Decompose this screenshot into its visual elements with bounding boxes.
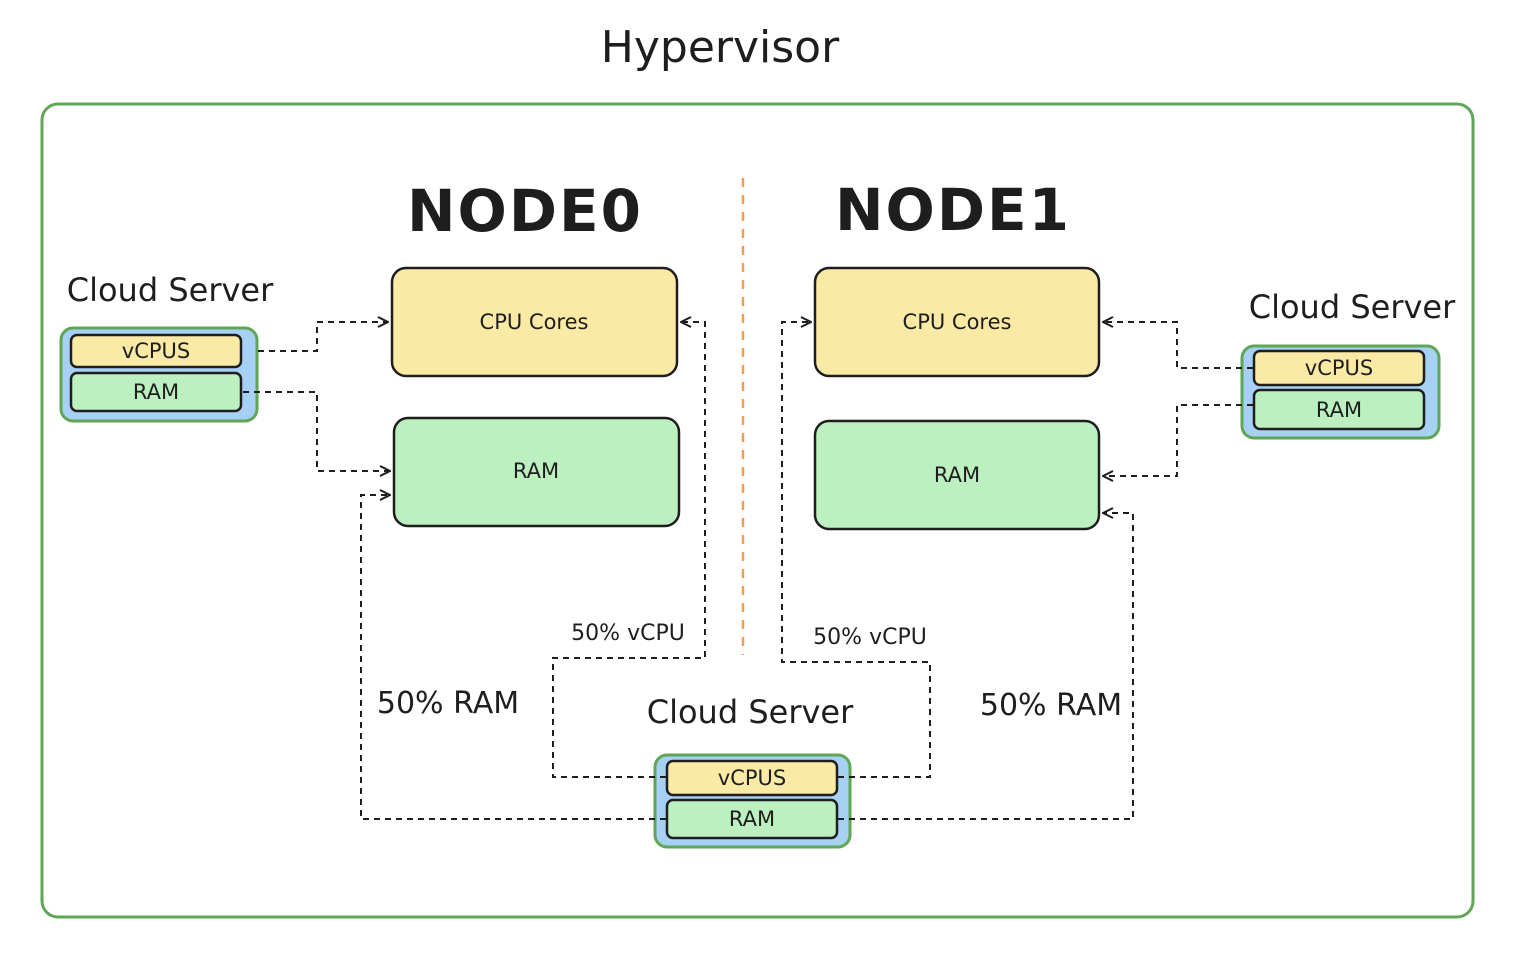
- connector-left-ram-to-node0-ram: [243, 391, 390, 471]
- connector-bottom-ram-to-node1-ram: [838, 513, 1134, 820]
- connector-right-vcpu-to-node1-cpu: [1103, 322, 1253, 369]
- bottom-ram-chip: RAM: [665, 798, 839, 840]
- node1-cpu-box: CPU Cores: [813, 266, 1101, 378]
- node0-cpu-label: CPU Cores: [480, 310, 589, 334]
- node0-cpu-box: CPU Cores: [390, 266, 679, 378]
- connector-bottom-ram-to-node0-ram: [360, 495, 666, 820]
- right-ram-chip: RAM: [1252, 388, 1426, 431]
- diagram-title: Hypervisor: [601, 22, 840, 73]
- right-ram-label: RAM: [1316, 398, 1362, 422]
- bottom-ram-label: RAM: [729, 807, 775, 831]
- node0-ram-box: RAM: [392, 416, 681, 528]
- annotation-right-ram: 50% RAM: [980, 688, 1122, 723]
- annotation-left-vcpu: 50% vCPU: [571, 621, 685, 646]
- bottom-cloud-server-label: Cloud Server: [647, 693, 854, 731]
- left-vcpus-chip: vCPUS: [69, 333, 243, 369]
- right-cloud-server-label: Cloud Server: [1249, 288, 1456, 326]
- annotation-right-vcpu: 50% vCPU: [813, 625, 927, 650]
- bottom-cloud-server: vCPUS RAM: [653, 753, 852, 849]
- left-ram-chip: RAM: [69, 371, 243, 413]
- node0-title: NODE0: [407, 177, 643, 245]
- connector-bottom-vcpu-to-node0-cpu: [552, 322, 706, 778]
- annotation-left-ram: 50% RAM: [377, 686, 519, 721]
- node1-ram-box: RAM: [813, 419, 1101, 531]
- node1-cpu-label: CPU Cores: [903, 310, 1012, 334]
- left-ram-label: RAM: [133, 380, 179, 404]
- connector-right-ram-to-node1-ram: [1103, 404, 1253, 476]
- right-vcpus-label: vCPUS: [1305, 356, 1373, 380]
- right-cloud-server: vCPUS RAM: [1240, 344, 1441, 440]
- node1-ram-label: RAM: [934, 463, 980, 487]
- node1-title: NODE1: [835, 176, 1071, 244]
- left-cloud-server: vCPUS RAM: [59, 326, 259, 423]
- hypervisor-frame: [40, 102, 1475, 919]
- right-vcpus-chip: vCPUS: [1252, 349, 1426, 387]
- bottom-vcpus-chip: vCPUS: [665, 759, 839, 797]
- left-cloud-server-label: Cloud Server: [67, 271, 274, 309]
- connector-left-vcpu-to-node0-cpu: [258, 322, 388, 352]
- left-vcpus-label: vCPUS: [122, 339, 190, 363]
- node0-ram-label: RAM: [513, 459, 559, 483]
- bottom-vcpus-label: vCPUS: [718, 766, 786, 790]
- connector-bottom-vcpu-to-node1-cpu: [781, 322, 931, 778]
